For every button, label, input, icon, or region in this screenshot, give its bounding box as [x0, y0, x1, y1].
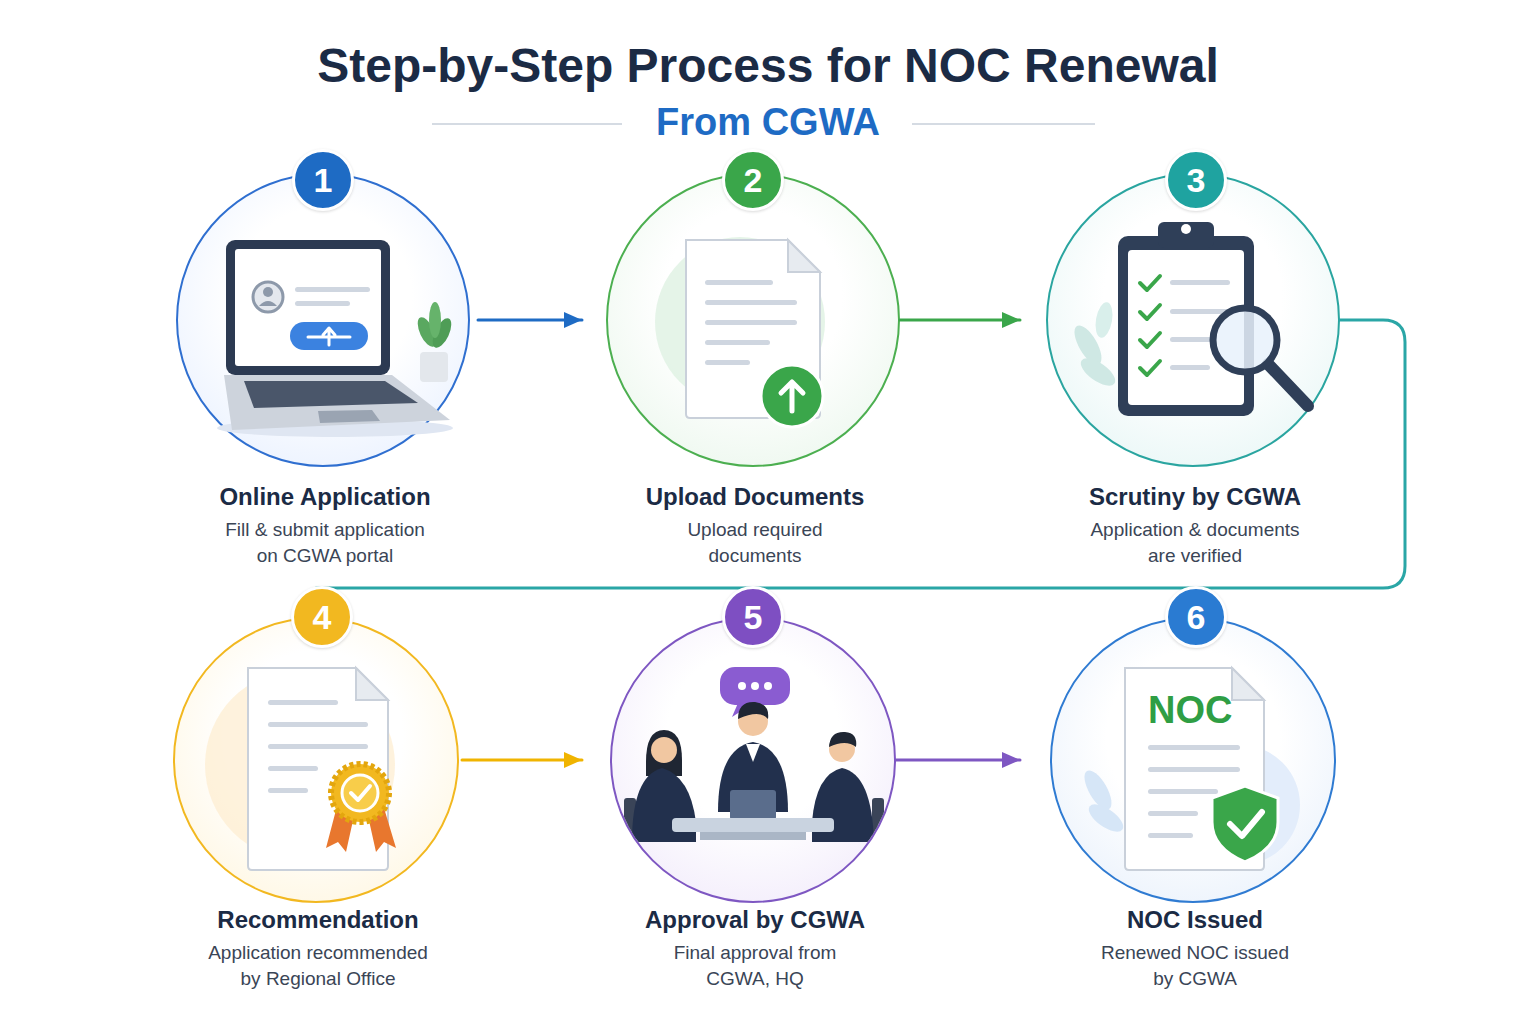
step-text: Approval by CGWA Final approval from CGWA…: [595, 906, 915, 992]
step-heading: Approval by CGWA: [595, 906, 915, 934]
diagram-title: Step-by-Step Process for NOC Renewal: [0, 38, 1536, 94]
step-heading: Upload Documents: [595, 483, 915, 511]
flow-connector: [900, 312, 1020, 328]
step-text: Upload DocumentsUpload required document…: [595, 483, 915, 569]
flow-connector: [896, 752, 1020, 768]
process-circle: Scrutiny by CGWAApplication & documents …: [1046, 173, 1340, 467]
callout-number: 5: [722, 586, 784, 648]
arrow-head: [1002, 312, 1020, 328]
flow-connector: [478, 312, 582, 328]
step-description: Application recommended by Regional Offi…: [202, 940, 434, 992]
connector-line: [462, 759, 582, 762]
callout-number: 2: [722, 149, 784, 211]
step-heading: Online Application: [165, 483, 485, 511]
flow-connector: [462, 752, 582, 768]
arrow-head: [564, 312, 582, 328]
subtitle-rule: [912, 123, 1095, 125]
connector-line: [896, 759, 1020, 762]
callout-number: 1: [292, 149, 354, 211]
process-circle: Approval by CGWAFinal approval from CGWA…: [610, 617, 896, 903]
step-description: Fill & submit application on CGWA portal: [218, 517, 433, 569]
callout-number: 4: [291, 586, 353, 648]
subtitle: From CGWA: [0, 100, 1536, 144]
step-text: RecommendationApplication recommended by…: [158, 906, 478, 992]
flow-connector: [316, 320, 1405, 617]
process-circle: Online ApplicationFill & submit applicat…: [176, 173, 470, 467]
step-description: Application & documents are verified: [1083, 517, 1308, 569]
step-description: Renewed NOC issued by CGWA: [1095, 940, 1295, 992]
connector-line: [478, 319, 582, 322]
subtitle-rule: [432, 123, 622, 125]
connector-line: [316, 320, 1405, 617]
process-circle: NOC IssuedRenewed NOC issued by CGWA: [1050, 617, 1336, 903]
step-text: NOC IssuedRenewed NOC issued by CGWA: [1035, 906, 1355, 992]
callout-number: 6: [1165, 586, 1227, 648]
callout-number: 3: [1165, 149, 1227, 211]
step-description: Final approval from CGWA, HQ: [655, 940, 855, 992]
step-heading: NOC Issued: [1035, 906, 1355, 934]
step-text: Online ApplicationFill & submit applicat…: [165, 483, 485, 569]
step-text: Scrutiny by CGWA Application & documents …: [1035, 483, 1355, 569]
step-description: Upload required documents: [665, 517, 845, 569]
step-heading: Scrutiny by CGWA: [1035, 483, 1355, 511]
arrow-head: [1002, 752, 1020, 768]
step-heading: Recommendation: [158, 906, 478, 934]
arrow-head: [564, 752, 582, 768]
document-stamp-text: NOC: [1148, 688, 1232, 732]
process-circle: Upload DocumentsUpload required document…: [606, 173, 900, 467]
process-circle: RecommendationApplication recommended by…: [173, 617, 459, 903]
connector-line: [900, 319, 1020, 322]
